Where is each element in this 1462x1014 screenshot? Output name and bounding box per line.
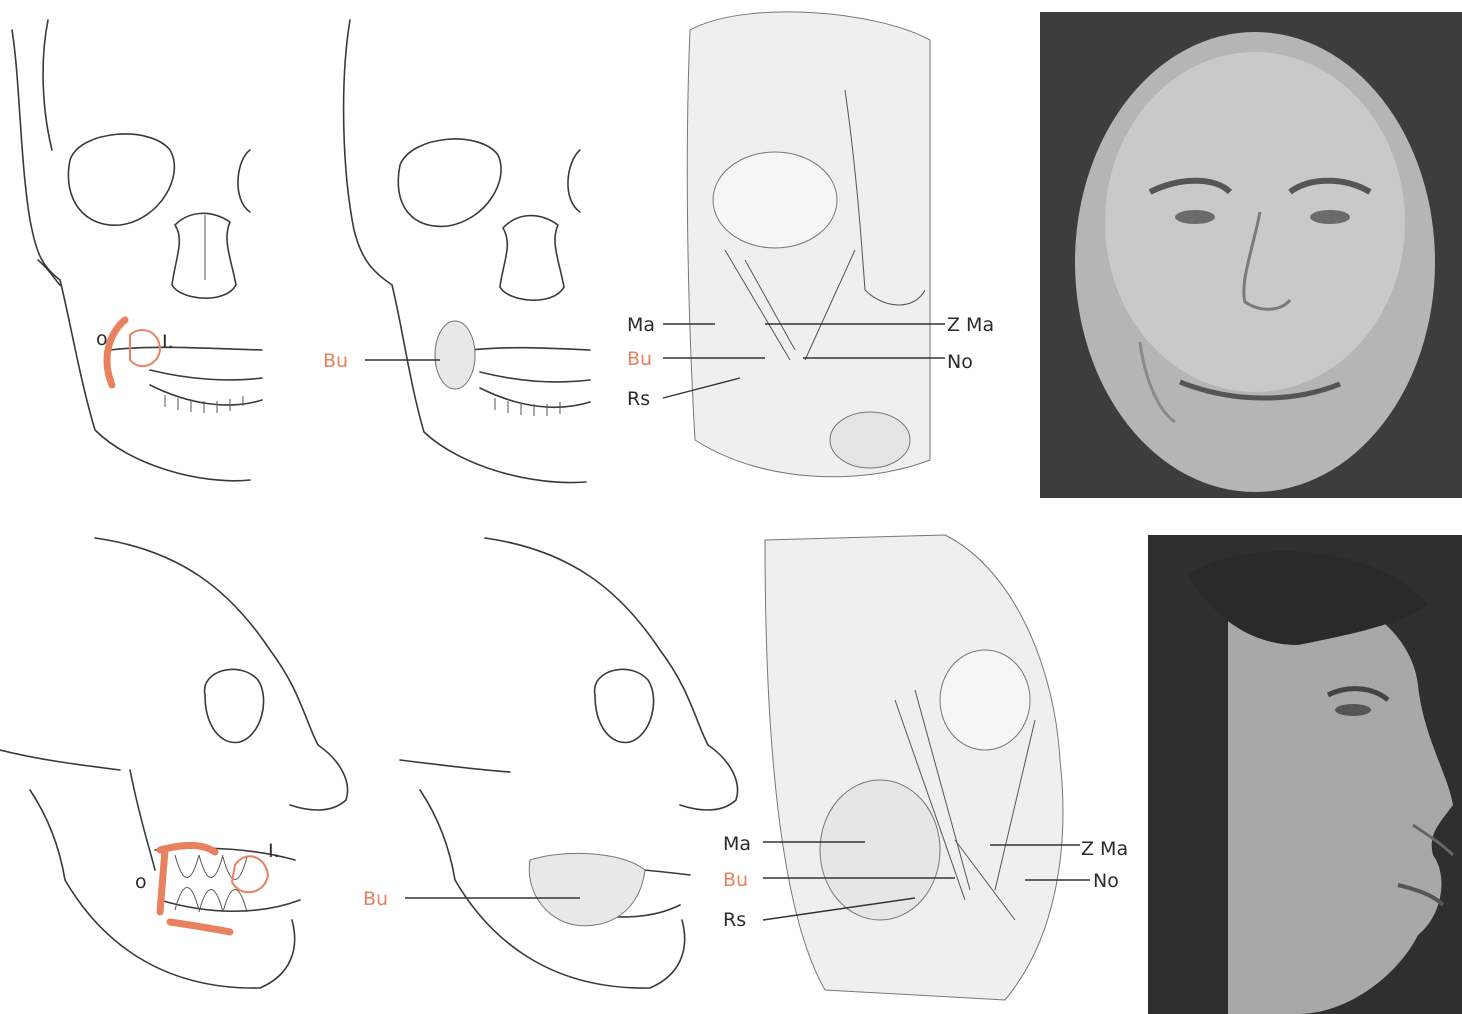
buccinator-label: Bu xyxy=(323,350,348,372)
lat-zma-label: Z Ma xyxy=(1081,838,1128,860)
lat-rs-label: Rs xyxy=(723,909,746,931)
lateral-insertion-marker: I. xyxy=(268,840,280,862)
origin-marker: o xyxy=(96,328,108,350)
lat-ma-label: Ma xyxy=(723,833,751,855)
lateral-skull-buccinator: Bu xyxy=(360,520,760,1014)
profile-face-photo xyxy=(1148,535,1462,1014)
frontal-muscles-svg: Ma Bu Rs Z Ma No xyxy=(615,0,1025,500)
no-label: No xyxy=(947,351,973,373)
frontal-skull-muscle-svg: Bu xyxy=(310,0,600,500)
profile-face-photo-svg xyxy=(1148,535,1462,1014)
lat-bu-label: Bu xyxy=(723,869,748,891)
lateral-buccinator-muscle-shape xyxy=(529,853,645,925)
lateral-skull-origin-insertion: o I. xyxy=(0,520,370,1014)
ma-label: Ma xyxy=(627,314,655,336)
lateral-buccinator-label: Bu xyxy=(363,888,388,910)
lateral-origin-marker: o xyxy=(135,871,147,893)
lateral-skull-outline-svg: o I. xyxy=(0,520,370,1014)
lateral-skull-muscle-svg: Bu xyxy=(360,520,760,1014)
zma-label: Z Ma xyxy=(947,314,994,336)
lat-no-label: No xyxy=(1093,870,1119,892)
frontal-face-photo-svg xyxy=(1040,12,1462,498)
frontal-facial-muscles: Ma Bu Rs Z Ma No xyxy=(615,0,1025,500)
frontal-skull-outline-svg: o I. xyxy=(0,0,290,500)
rs-label: Rs xyxy=(627,388,650,410)
insertion-marker: I. xyxy=(162,331,174,353)
lateral-facial-muscles: Ma Bu Rs Z Ma No xyxy=(715,520,1150,1014)
frontal-skull-origin-insertion: o I. xyxy=(0,0,290,500)
buccinator-muscle-shape xyxy=(435,321,475,389)
bu-label: Bu xyxy=(627,348,652,370)
frontal-skull-buccinator: Bu xyxy=(310,0,600,500)
frontal-face-photo xyxy=(1040,12,1462,498)
lateral-muscles-svg: Ma Bu Rs Z Ma No xyxy=(715,520,1150,1014)
